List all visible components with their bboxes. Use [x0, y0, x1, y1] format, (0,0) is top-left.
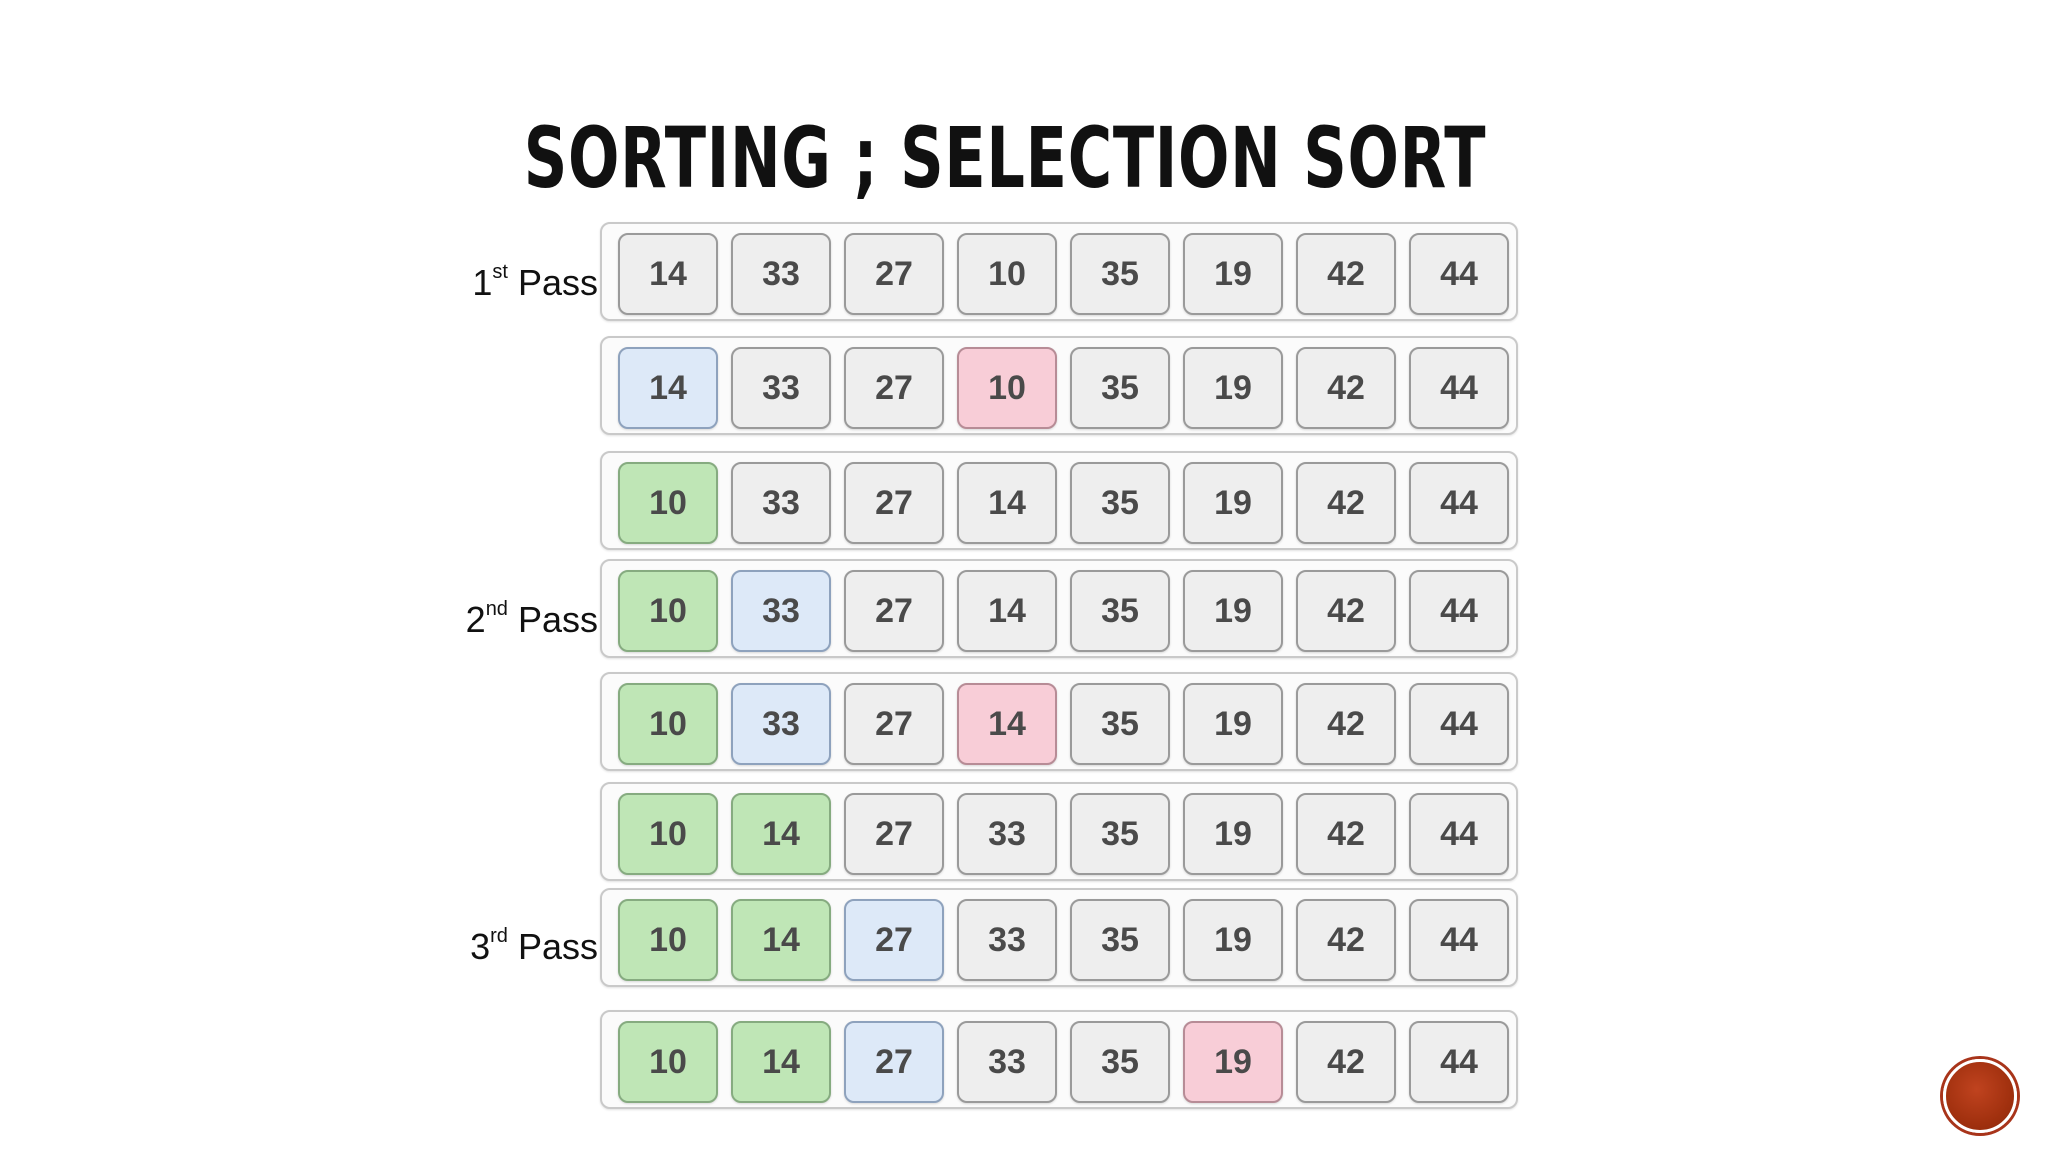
pass-number: 2 [465, 599, 486, 640]
array-cell: 27 [844, 233, 944, 315]
pass-ordinal: nd [485, 598, 508, 620]
array-cell: 35 [1070, 570, 1170, 652]
array-cell: 10 [618, 793, 718, 875]
array-cell: 44 [1409, 683, 1509, 765]
pass-word: Pass [517, 262, 598, 303]
array-cell: 10 [618, 462, 718, 544]
array-cell: 35 [1070, 793, 1170, 875]
array-cell: 33 [731, 683, 831, 765]
array-cell: 44 [1409, 570, 1509, 652]
array-cell: 27 [844, 899, 944, 981]
array-cell: 42 [1296, 1021, 1396, 1103]
array-cell: 44 [1409, 347, 1509, 429]
array-cell: 33 [957, 1021, 1057, 1103]
array-cell: 14 [618, 347, 718, 429]
array-cell: 10 [618, 683, 718, 765]
array-cell: 44 [1409, 1021, 1509, 1103]
array-cell: 33 [731, 570, 831, 652]
array-cell: 42 [1296, 683, 1396, 765]
array-cell: 19 [1183, 793, 1283, 875]
array-cell: 33 [957, 899, 1057, 981]
array-cell: 33 [731, 233, 831, 315]
array-cell: 42 [1296, 347, 1396, 429]
array-cell: 10 [618, 899, 718, 981]
array-cell: 27 [844, 1021, 944, 1103]
array-cell: 33 [957, 793, 1057, 875]
array-cell: 10 [957, 233, 1057, 315]
array-cell: 44 [1409, 233, 1509, 315]
slide-title: SORTING ; SELECTION SORT [523, 109, 1487, 207]
array-cell: 35 [1070, 347, 1170, 429]
array-cell: 35 [1070, 683, 1170, 765]
slide-nav-button[interactable] [1943, 1059, 2017, 1133]
array-cell: 19 [1183, 683, 1283, 765]
array-cell: 14 [618, 233, 718, 315]
array-cell: 10 [618, 1021, 718, 1103]
pass-word: Pass [517, 926, 598, 967]
pass-ordinal: st [492, 261, 508, 283]
array-cell: 14 [731, 899, 831, 981]
array-cell: 27 [844, 683, 944, 765]
pass-number: 1 [472, 262, 493, 303]
array-cell: 42 [1296, 233, 1396, 315]
array-cell: 14 [957, 570, 1057, 652]
array-cell: 14 [731, 1021, 831, 1103]
array-cell: 19 [1183, 899, 1283, 981]
array-cell: 35 [1070, 233, 1170, 315]
array-cell: 44 [1409, 462, 1509, 544]
array-cell: 27 [844, 347, 944, 429]
array-cell: 42 [1296, 899, 1396, 981]
array-cell: 19 [1183, 570, 1283, 652]
array-cell: 33 [731, 347, 831, 429]
array-cell: 35 [1070, 462, 1170, 544]
pass-label-3: 3rd Pass [440, 920, 598, 967]
array-cell: 14 [731, 793, 831, 875]
array-cell: 35 [1070, 1021, 1170, 1103]
array-cell: 27 [844, 462, 944, 544]
array-cell: 19 [1183, 347, 1283, 429]
array-cell: 19 [1183, 1021, 1283, 1103]
array-cell: 27 [844, 570, 944, 652]
array-cell: 42 [1296, 793, 1396, 875]
array-cell: 42 [1296, 462, 1396, 544]
array-cell: 42 [1296, 570, 1396, 652]
array-cell: 44 [1409, 793, 1509, 875]
pass-word: Pass [517, 599, 598, 640]
array-cell: 10 [957, 347, 1057, 429]
array-cell: 14 [957, 683, 1057, 765]
pass-label-1: 1st Pass [440, 256, 598, 303]
pass-number: 3 [470, 926, 491, 967]
pass-ordinal: rd [490, 925, 508, 947]
array-cell: 19 [1183, 233, 1283, 315]
array-cell: 10 [618, 570, 718, 652]
array-cell: 35 [1070, 899, 1170, 981]
array-cell: 33 [731, 462, 831, 544]
array-cell: 27 [844, 793, 944, 875]
array-cell: 19 [1183, 462, 1283, 544]
array-cell: 14 [957, 462, 1057, 544]
array-cell: 44 [1409, 899, 1509, 981]
pass-label-2: 2nd Pass [440, 593, 598, 640]
